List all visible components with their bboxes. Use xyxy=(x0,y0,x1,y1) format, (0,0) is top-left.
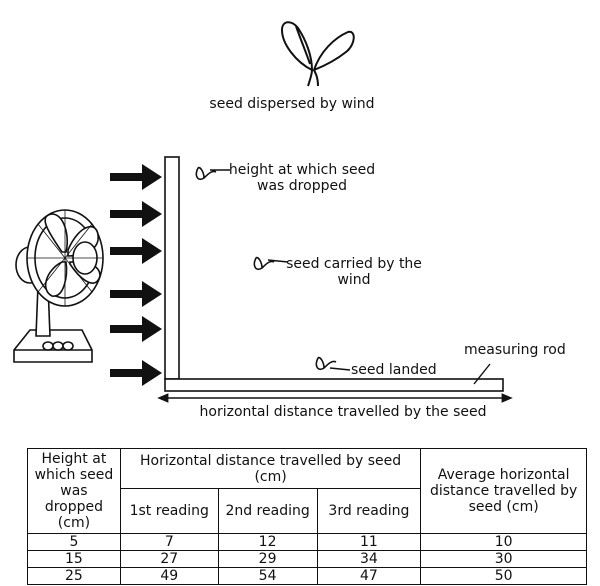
cell-height: 5 xyxy=(27,533,121,551)
cell-average: 50 xyxy=(420,567,587,585)
fan-icon xyxy=(13,209,104,363)
wind-arrow-icon xyxy=(110,164,162,190)
wind-arrow-icon xyxy=(110,281,162,307)
measuring-rod xyxy=(164,378,504,392)
seed-caption: seed dispersed by wind xyxy=(209,96,375,112)
cell-reading-1: 27 xyxy=(119,550,219,568)
wind-arrow-icon xyxy=(110,360,162,386)
table-row: 25 49 54 47 50 xyxy=(27,567,587,585)
small-seed-icon xyxy=(253,256,289,271)
table-row: 15 27 29 34 30 xyxy=(27,550,587,568)
cell-reading-1: 49 xyxy=(119,567,219,585)
drop-height-label: height at which seed was dropped xyxy=(228,162,376,194)
header-reading-2: 2nd reading xyxy=(217,488,318,534)
results-table: Height at which seed was dropped (cm) Ho… xyxy=(27,447,587,585)
cell-average: 10 xyxy=(420,533,587,551)
cell-reading-1: 7 xyxy=(119,533,219,551)
cell-reading-3: 47 xyxy=(316,567,422,585)
cell-reading-3: 11 xyxy=(316,533,422,551)
rod-pointer-line xyxy=(473,363,491,385)
header-horizontal-group: Horizontal distance travelled by seed (c… xyxy=(119,447,422,490)
cell-reading-2: 54 xyxy=(217,567,318,585)
vertical-board xyxy=(164,156,180,380)
cell-reading-3: 34 xyxy=(316,550,422,568)
small-seed-icon xyxy=(195,166,230,181)
winged-seed-icon xyxy=(281,21,355,87)
landed-label: seed landed xyxy=(351,362,437,378)
table-row: 5 7 12 11 10 xyxy=(27,533,587,551)
header-reading-3: 3rd reading xyxy=(316,488,422,534)
horizontal-distance-label: horizontal distance travelled by the see… xyxy=(199,404,487,420)
cell-height: 15 xyxy=(27,550,121,568)
measuring-rod-label: measuring rod xyxy=(464,342,566,358)
header-reading-1: 1st reading xyxy=(119,488,219,534)
cell-height: 25 xyxy=(27,567,121,585)
header-average: Average horizontal distance travelled by… xyxy=(420,448,587,534)
carried-label: seed carried by the wind xyxy=(286,256,422,288)
small-seed-icon xyxy=(315,356,351,371)
wind-arrow-icon xyxy=(110,201,162,227)
cell-reading-2: 29 xyxy=(217,550,318,568)
wind-arrow-icon xyxy=(110,238,162,264)
cell-reading-2: 12 xyxy=(217,533,318,551)
wind-arrow-icon xyxy=(110,316,162,342)
cell-average: 30 xyxy=(420,550,587,568)
wind-arrows xyxy=(110,164,162,386)
header-height: Height at which seed was dropped (cm) xyxy=(27,448,121,534)
